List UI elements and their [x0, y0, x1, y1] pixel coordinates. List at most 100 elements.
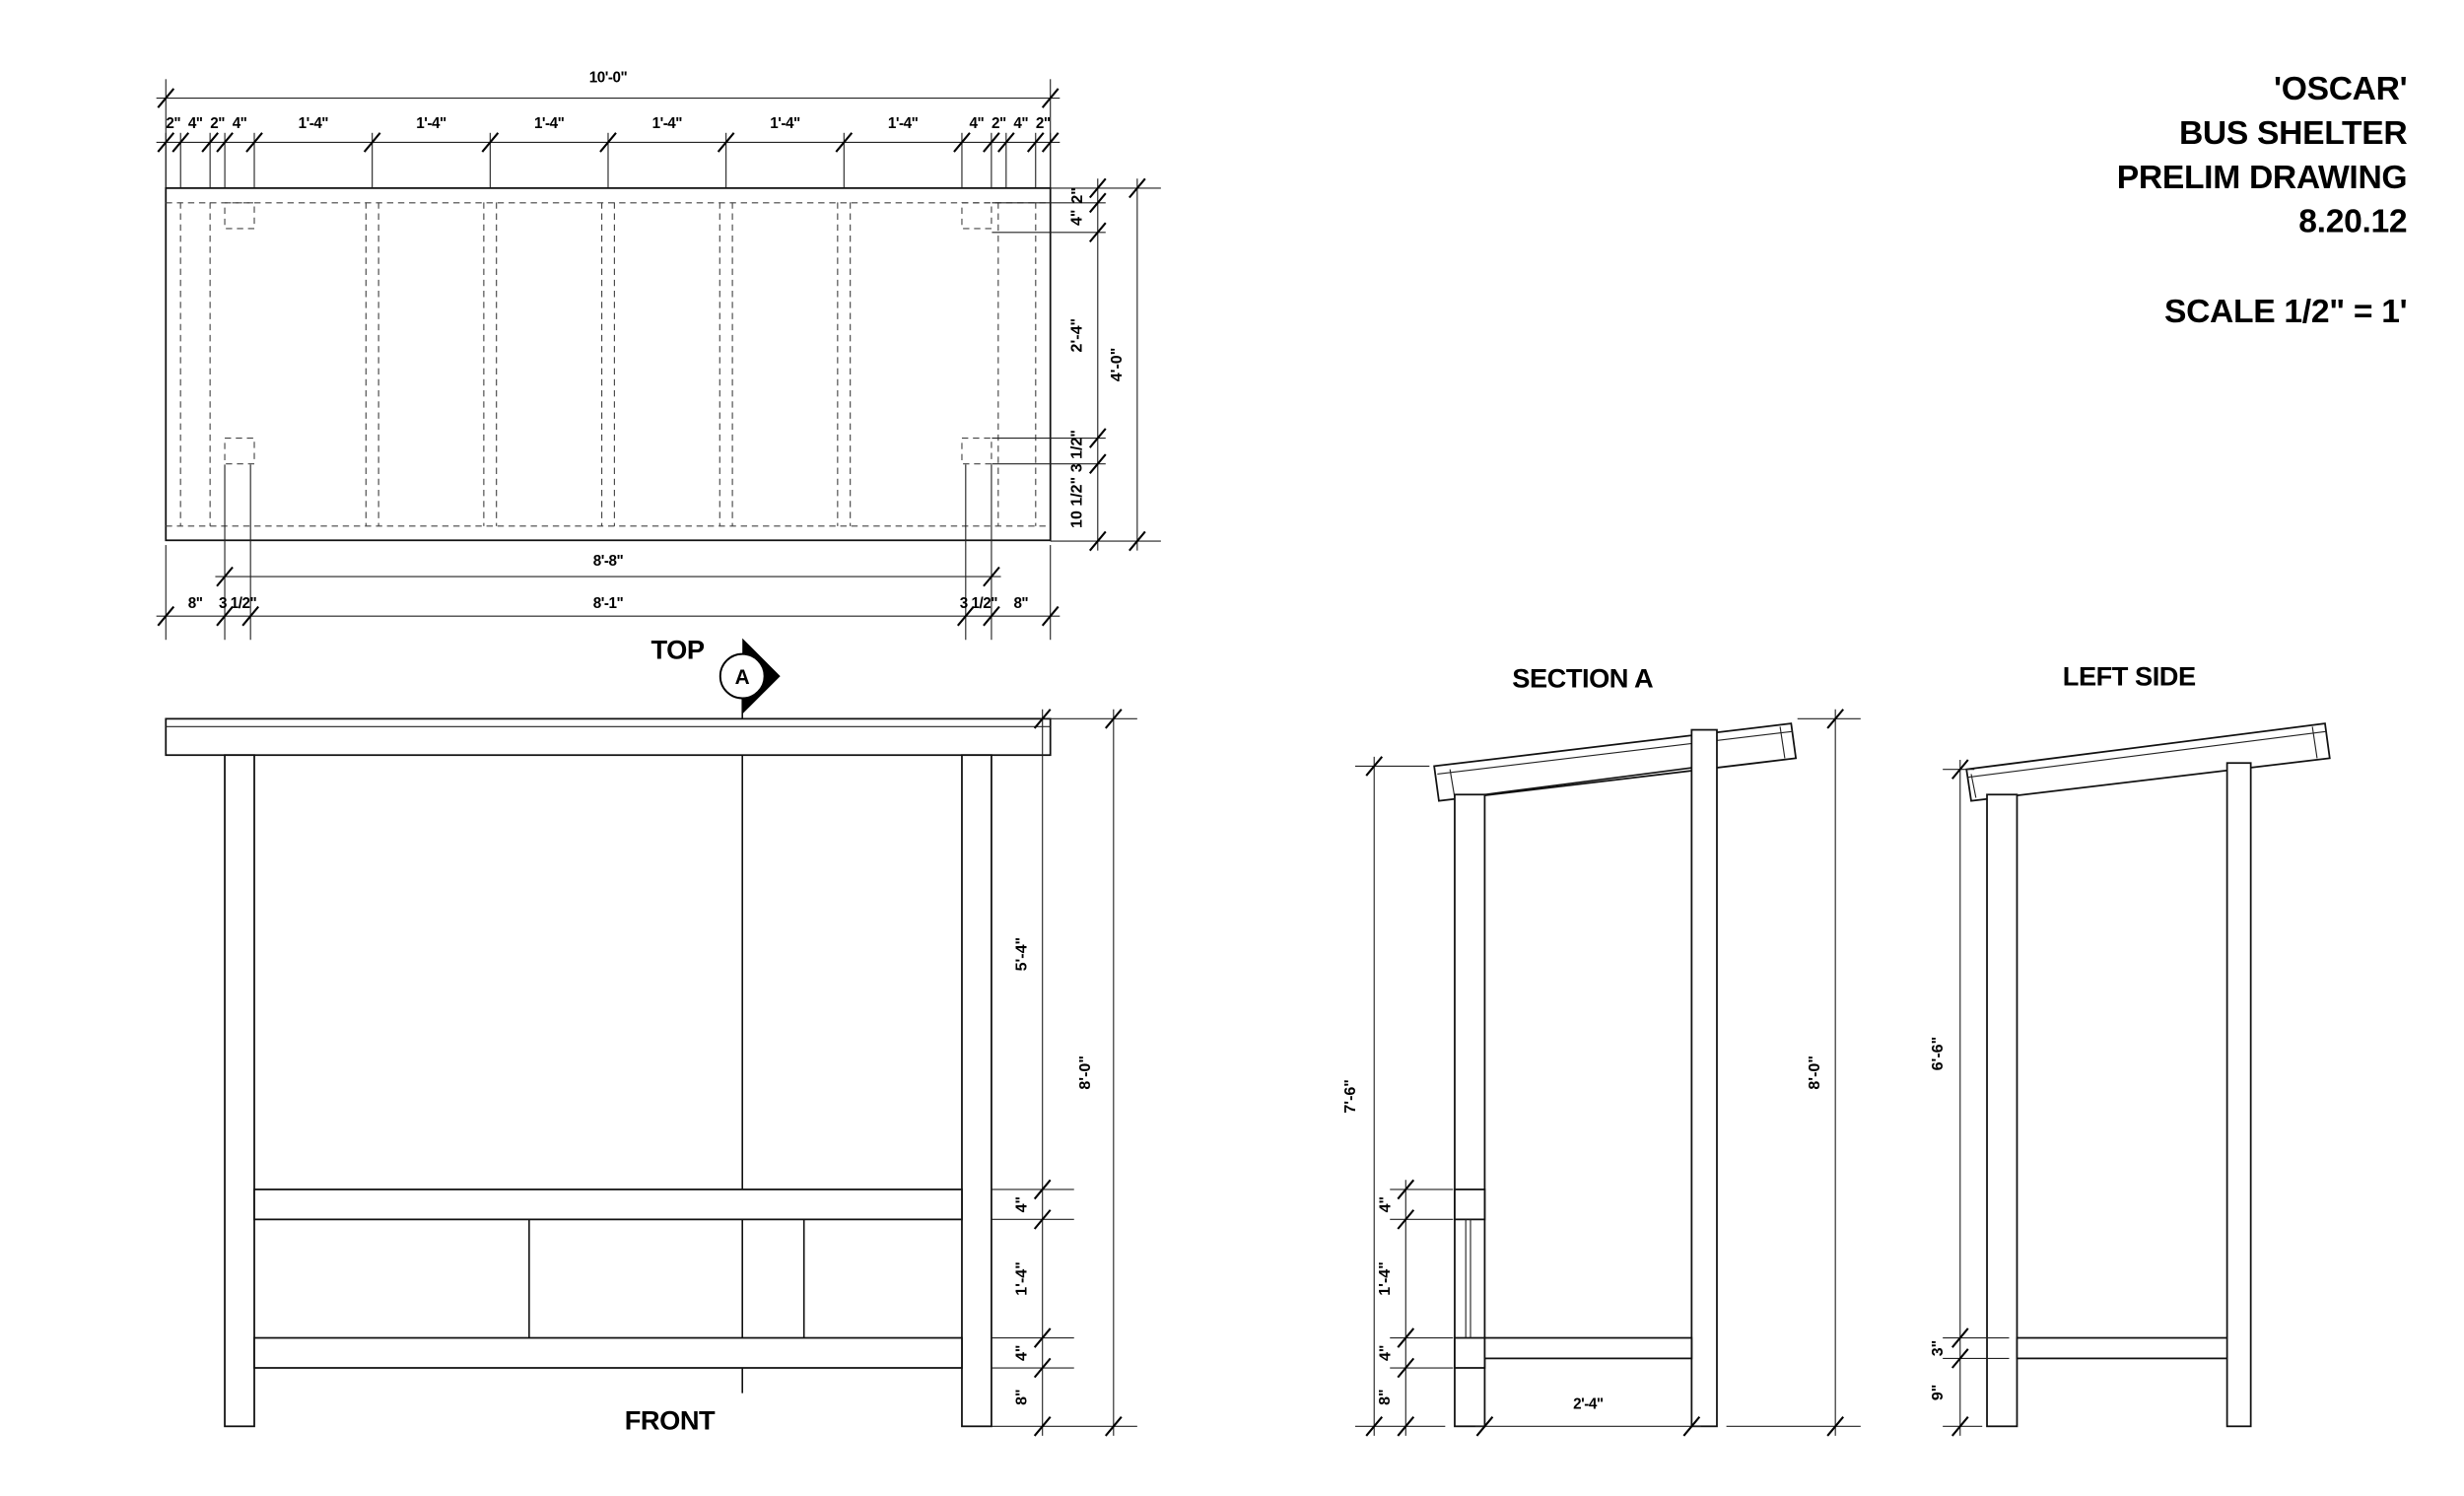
dimension-tick: [1129, 530, 1146, 552]
dimension-label: 3 1/2": [1068, 430, 1086, 472]
dimension-tick: [1397, 1327, 1415, 1348]
post-hidden: [224, 438, 255, 465]
dimension-tick: [717, 132, 735, 153]
bench-seat: [2016, 1336, 2228, 1360]
rafter-underside: [1484, 767, 1692, 796]
dimension-label: 8'-0": [1076, 1055, 1094, 1090]
title-subject: BUS SHELTER: [2179, 115, 2407, 152]
dimension-label: 2'-4": [1068, 318, 1086, 353]
dimension-label: 10'-0": [589, 70, 628, 87]
dimension-label: 1'-4": [770, 115, 800, 132]
section-marker-letter: A: [735, 666, 750, 689]
dimension-label: 4": [1376, 1196, 1394, 1213]
dimension-tick: [1033, 1357, 1052, 1379]
title-name: 'OSCAR': [2274, 71, 2407, 107]
dimension-label: 4": [970, 115, 985, 132]
title-block: 'OSCAR' BUS SHELTER PRELIM DRAWING 8.20.…: [2117, 71, 2408, 330]
section-marker: A: [719, 638, 781, 1394]
dimension-tick: [1033, 709, 1052, 729]
roof-fascia: [165, 717, 1052, 757]
roof-outline: [165, 187, 1052, 542]
left-side-view: 6'-6"3"9": [1929, 722, 2331, 1437]
dimension-tick: [1365, 1416, 1384, 1437]
post-left: [224, 754, 255, 1428]
dimension-tick: [1951, 759, 1969, 780]
dimension-tick: [1397, 1357, 1415, 1379]
fascia-edge: [1970, 774, 1977, 798]
front-post: [1986, 793, 2019, 1428]
dimension-tick: [599, 132, 617, 153]
dimension-tick: [157, 88, 175, 108]
post-hidden: [224, 202, 255, 230]
dimension-label: 8": [1013, 1389, 1031, 1405]
bench-back-rail: [253, 1189, 963, 1221]
dimension-tick: [201, 132, 219, 153]
dimension-label: 4": [1013, 1345, 1031, 1362]
dimension-label: 3 1/2": [219, 595, 256, 612]
dimension-tick: [1033, 1327, 1052, 1348]
dimension-tick: [1088, 222, 1107, 243]
section-a-view: 7'-6"4"1'-4"4"8"8'-0"2'-4": [1341, 709, 1861, 1437]
dimension-tick: [1397, 1209, 1415, 1230]
front-view-label: FRONT: [625, 1405, 716, 1436]
dimension-label: 8": [188, 595, 203, 612]
dimension-tick: [953, 132, 971, 153]
dimension-tick: [1104, 1416, 1123, 1437]
dimension-tick: [1088, 530, 1107, 552]
dimension-label: 4": [1068, 210, 1086, 227]
dimension-tick: [157, 605, 175, 627]
dimension-tick: [1951, 1327, 1969, 1348]
dimension-tick: [1033, 1179, 1052, 1200]
back-post: [1690, 728, 1718, 1428]
dimension-tick: [1041, 132, 1060, 153]
dimension-label: 9": [1929, 1385, 1947, 1401]
bench-back-rail: [1454, 1189, 1486, 1221]
dimension-tick: [216, 132, 234, 153]
dimension-tick: [1951, 1416, 1969, 1437]
dimension-tick: [1365, 756, 1384, 777]
dimension-tick: [983, 605, 1000, 627]
left-side-label: LEFT SIDE: [2063, 661, 2196, 692]
dimension-tick: [1033, 1209, 1052, 1230]
dimension-tick: [216, 605, 234, 627]
dimension-tick: [997, 132, 1015, 153]
post-right: [961, 754, 992, 1428]
roof-panel: [1433, 722, 1798, 802]
dimension-tick: [1682, 1416, 1701, 1437]
dimension-tick: [956, 605, 975, 627]
dimension-label: 5'-4": [1013, 937, 1031, 972]
dimension-label: 1'-4": [1376, 1261, 1394, 1296]
dimension-tick: [1041, 605, 1060, 627]
bench-seat-rail: [1454, 1336, 1486, 1369]
dimension-label: 2": [992, 115, 1006, 132]
dimension-tick: [1088, 177, 1107, 199]
dimension-tick: [1104, 709, 1123, 729]
post-hidden: [961, 202, 992, 230]
section-marker-circle: [719, 652, 766, 700]
front-post: [1454, 793, 1486, 1428]
bench-seat-rail: [253, 1336, 963, 1369]
dimension-label: 8'-1": [593, 595, 624, 612]
back-post: [2225, 762, 2252, 1428]
dimension-tick: [1475, 1416, 1494, 1437]
post-hidden: [961, 438, 992, 465]
dimension-label: 1'-4": [534, 115, 565, 132]
title-status: PRELIM DRAWING: [2117, 160, 2408, 196]
dimension-label: 4'-0": [1108, 348, 1126, 382]
dimension-tick: [1826, 709, 1844, 729]
dimension-label: 7'-6": [1341, 1079, 1359, 1114]
fascia-edge: [1779, 726, 1786, 759]
section-a-label: SECTION A: [1512, 662, 1653, 693]
dimension-label: 4": [233, 115, 247, 132]
dimension-label: 8": [1013, 595, 1028, 612]
dimension-tick: [1951, 1348, 1969, 1369]
dimension-label: 8'-0": [1806, 1055, 1823, 1090]
dimension-label: 8": [1376, 1389, 1394, 1405]
dimension-label: 1'-4": [299, 115, 329, 132]
dimension-label: 10 1/2": [1068, 477, 1086, 528]
dimension-label: 1'-4": [888, 115, 919, 132]
dimension-tick: [1397, 1416, 1415, 1437]
fascia-edge: [2311, 726, 2318, 759]
dimension-tick: [835, 132, 854, 153]
dimension-tick: [1826, 1416, 1844, 1437]
